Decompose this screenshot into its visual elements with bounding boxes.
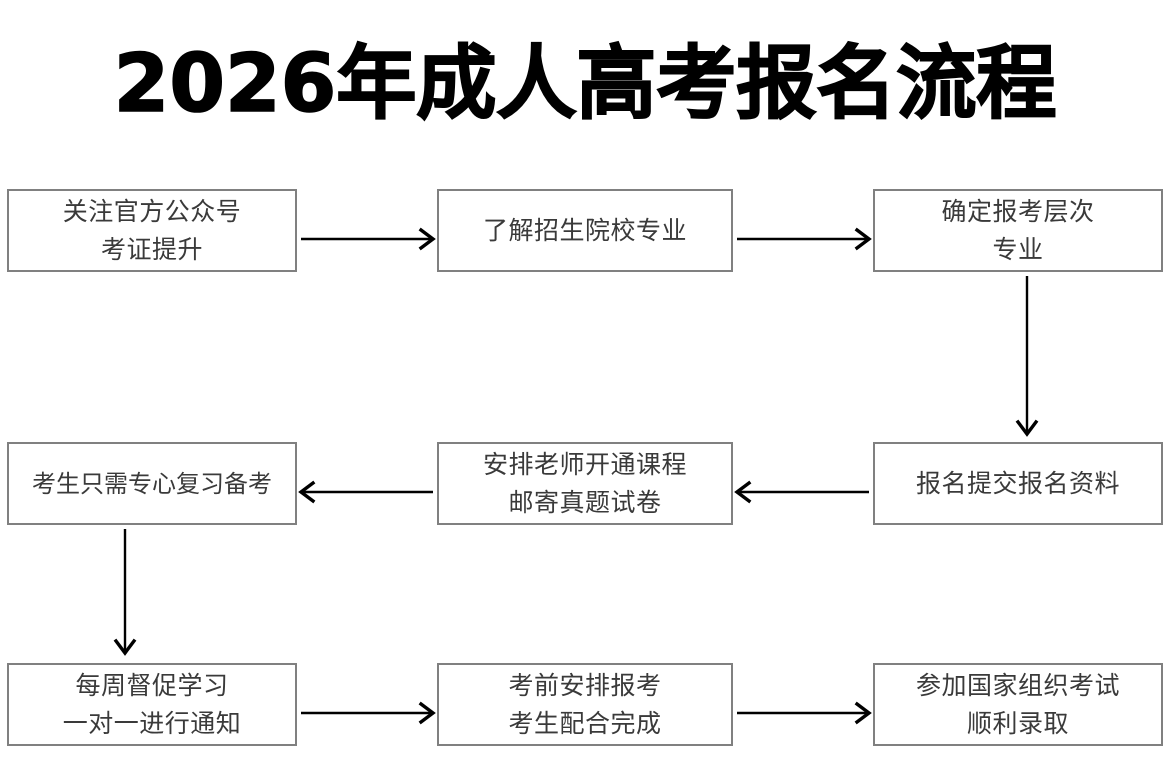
arrow-right-node1-to-node2 — [301, 227, 436, 251]
flow-node-3-line-1: 确定报考层次 — [941, 196, 1095, 226]
arrow-right-node8-to-node9 — [737, 701, 872, 725]
flow-node-5-line-1: 安排老师开通课程 — [482, 449, 687, 479]
flow-node-5[interactable]: 安排老师开通课程 邮寄真题试卷 — [437, 442, 733, 525]
flow-node-7-line-1: 每周督促学习 — [75, 670, 229, 700]
flow-node-9-line-2: 顺利录取 — [966, 708, 1069, 738]
flow-node-6[interactable]: 考生只需专心复习备考 — [7, 442, 297, 525]
flow-node-7-line-2: 一对一进行通知 — [62, 708, 242, 738]
flow-node-8[interactable]: 考前安排报考 考生配合完成 — [437, 663, 733, 746]
flow-node-9-line-1: 参加国家组织考试 — [915, 670, 1120, 700]
flow-node-4-line-1: 报名提交报名资料 — [915, 468, 1120, 498]
flow-node-7[interactable]: 每周督促学习 一对一进行通知 — [7, 663, 297, 746]
arrow-down-node6-to-node7 — [113, 529, 137, 656]
flow-node-2[interactable]: 了解招生院校专业 — [437, 189, 733, 272]
flow-node-3[interactable]: 确定报考层次 专业 — [873, 189, 1163, 272]
flow-node-3-line-2: 专业 — [992, 234, 1044, 264]
flow-node-2-line-1: 了解招生院校专业 — [482, 215, 687, 245]
arrow-down-node3-to-node4 — [1015, 276, 1039, 437]
flow-node-6-line-1: 考生只需专心复习备考 — [32, 469, 272, 498]
arrow-left-node5-to-node6 — [298, 480, 433, 504]
arrow-left-node4-to-node5 — [734, 480, 869, 504]
page-title: 2026年成人高考报名流程 — [113, 36, 1057, 131]
arrow-right-node2-to-node3 — [737, 227, 872, 251]
flow-node-1-line-2: 考证提升 — [100, 234, 203, 264]
flow-node-5-line-2: 邮寄真题试卷 — [508, 487, 662, 517]
flow-node-4[interactable]: 报名提交报名资料 — [873, 442, 1163, 525]
flow-node-9[interactable]: 参加国家组织考试 顺利录取 — [873, 663, 1163, 746]
arrow-right-node7-to-node8 — [301, 701, 436, 725]
flow-node-8-line-1: 考前安排报考 — [508, 670, 662, 700]
flow-node-1-line-1: 关注官方公众号 — [62, 196, 242, 226]
flow-node-8-line-2: 考生配合完成 — [508, 708, 662, 738]
flow-node-1[interactable]: 关注官方公众号 考证提升 — [7, 189, 297, 272]
